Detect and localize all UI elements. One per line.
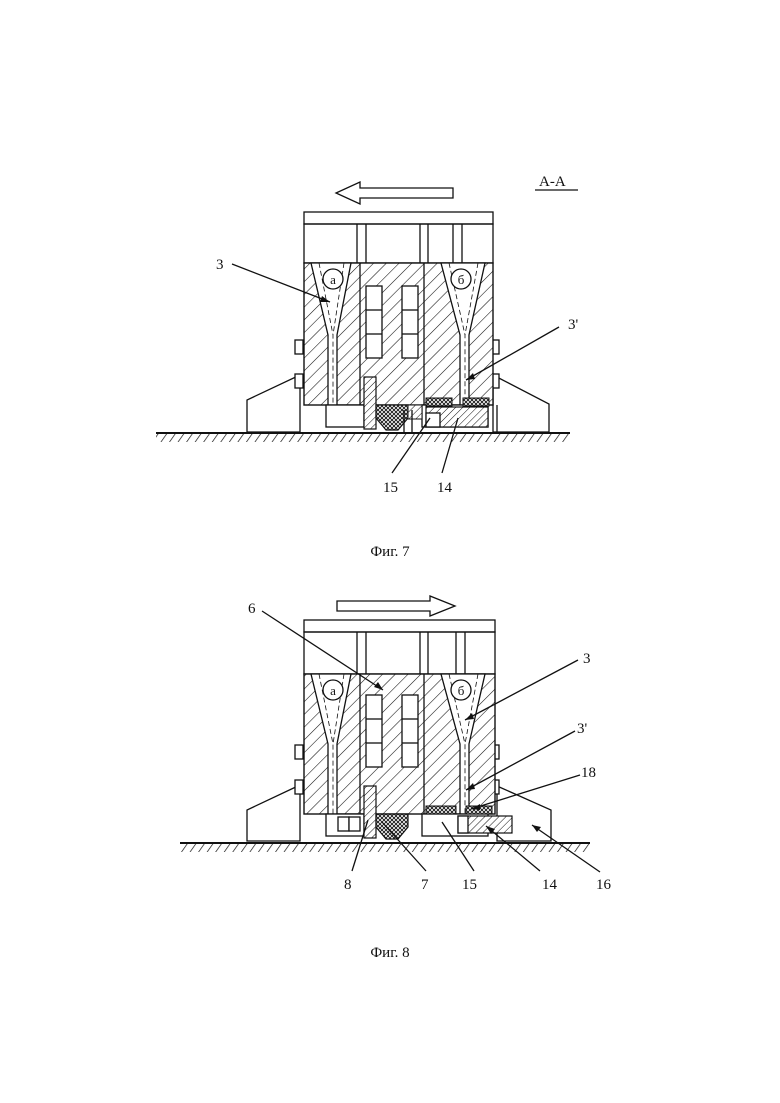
bottom-slot-left xyxy=(326,405,364,427)
upper-block xyxy=(304,224,493,263)
label-15: 15 xyxy=(462,877,477,893)
circle-b-label: б xyxy=(458,683,465,698)
label-7: 7 xyxy=(421,877,429,893)
cross-hatched-tip xyxy=(376,814,408,839)
top-plate xyxy=(304,212,493,224)
cross-hatched-tip xyxy=(376,405,408,430)
pin-element xyxy=(364,786,376,838)
label-6: 6 xyxy=(248,601,256,617)
inner-window-left xyxy=(366,286,382,358)
ground-hatch xyxy=(156,433,570,442)
label-3: 3 xyxy=(216,257,224,273)
label-14: 14 xyxy=(437,480,453,496)
label-3-prime: 3' xyxy=(577,721,588,737)
tip-spacer xyxy=(408,405,422,419)
left-support xyxy=(247,785,300,841)
label-14: 14 xyxy=(542,877,558,893)
direction-arrow-left-icon xyxy=(336,182,453,204)
figure-7: А-А а б xyxy=(156,174,579,560)
pad-left xyxy=(426,806,456,814)
direction-arrow-right-icon xyxy=(337,596,455,616)
right-support xyxy=(493,375,549,432)
inner-window-right xyxy=(402,286,418,358)
circle-a-label: а xyxy=(330,272,336,287)
label-18: 18 xyxy=(581,765,596,781)
label-15: 15 xyxy=(383,480,398,496)
label-8: 8 xyxy=(344,877,352,893)
label-3: 3 xyxy=(583,651,591,667)
figure-7-caption: Фиг. 7 xyxy=(370,544,410,560)
left-support xyxy=(247,375,300,432)
label-16: 16 xyxy=(596,877,612,893)
left-clamp-lower xyxy=(295,780,303,794)
ground-hatch xyxy=(180,843,590,852)
inner-window-left xyxy=(366,695,382,767)
top-plate xyxy=(304,620,495,632)
element-8-block-right xyxy=(349,817,360,831)
figure-8: а б xyxy=(180,596,612,961)
pad-right xyxy=(463,398,489,406)
figure-8-caption: Фиг. 8 xyxy=(370,945,409,961)
upper-block xyxy=(304,632,495,674)
label-3-prime: 3' xyxy=(568,317,579,333)
slide-plate-notch xyxy=(458,816,468,833)
pin-element xyxy=(364,377,376,429)
inner-window-right xyxy=(402,695,418,767)
section-label: А-А xyxy=(539,174,566,190)
left-clamp-upper xyxy=(295,745,303,759)
circle-b-label: б xyxy=(458,272,465,287)
pad-left xyxy=(426,398,452,406)
element-8-block-left xyxy=(338,817,349,831)
left-clamp-upper xyxy=(295,340,303,354)
left-clamp-lower xyxy=(295,374,303,388)
circle-a-label: а xyxy=(330,683,336,698)
